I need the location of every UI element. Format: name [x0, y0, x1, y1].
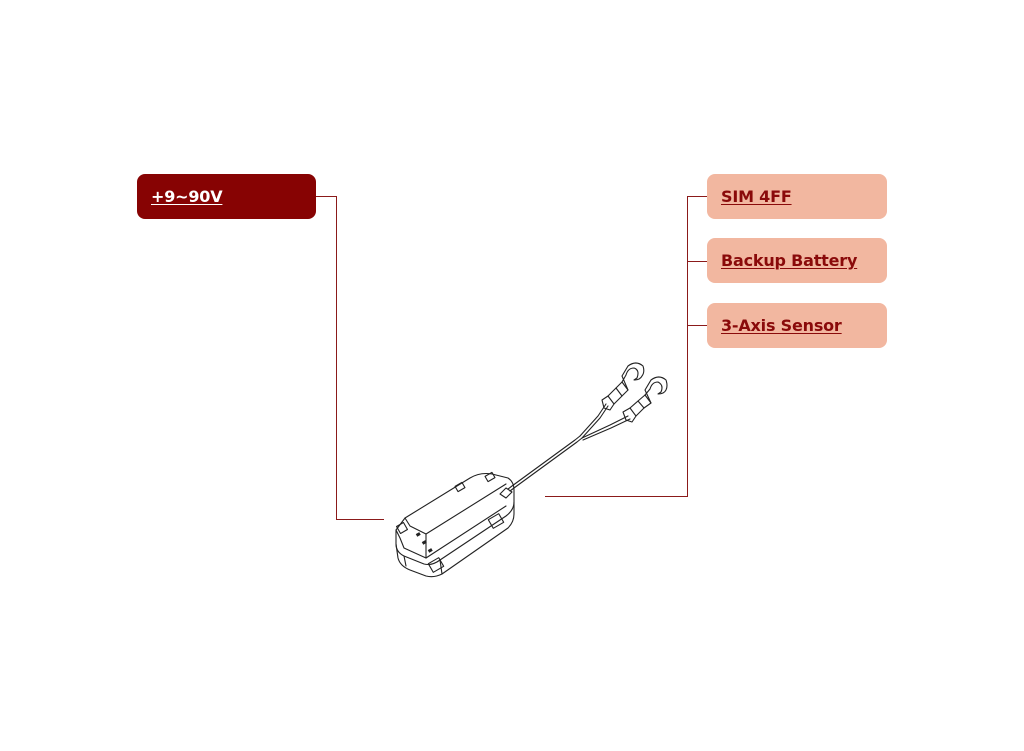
power-input-label[interactable]: +9~90V — [137, 174, 316, 219]
led-indicator-2 — [421, 540, 427, 545]
cable-branch-lower — [581, 415, 629, 439]
led-indicator-3 — [427, 548, 433, 553]
spade-terminal-lower — [644, 376, 668, 404]
device-body — [395, 472, 515, 566]
led-indicator-1 — [415, 532, 421, 537]
sim-4ff-text: SIM 4FF — [721, 187, 792, 206]
sim-4ff-label[interactable]: SIM 4FF — [707, 174, 887, 219]
gps-tracker-device-icon — [395, 362, 668, 578]
three-axis-sensor-text: 3-Axis Sensor — [721, 316, 842, 335]
power-input-text: +9~90V — [151, 187, 223, 206]
main-cable — [507, 435, 581, 490]
cable-branch-upper — [579, 403, 607, 437]
three-axis-sensor-label[interactable]: 3-Axis Sensor — [707, 303, 887, 348]
spade-terminal-upper — [621, 362, 645, 391]
backup-battery-text: Backup Battery — [721, 251, 858, 270]
right-trunk-line — [545, 196, 707, 497]
backup-battery-label[interactable]: Backup Battery — [707, 238, 887, 283]
power-connector-line — [316, 196, 384, 520]
